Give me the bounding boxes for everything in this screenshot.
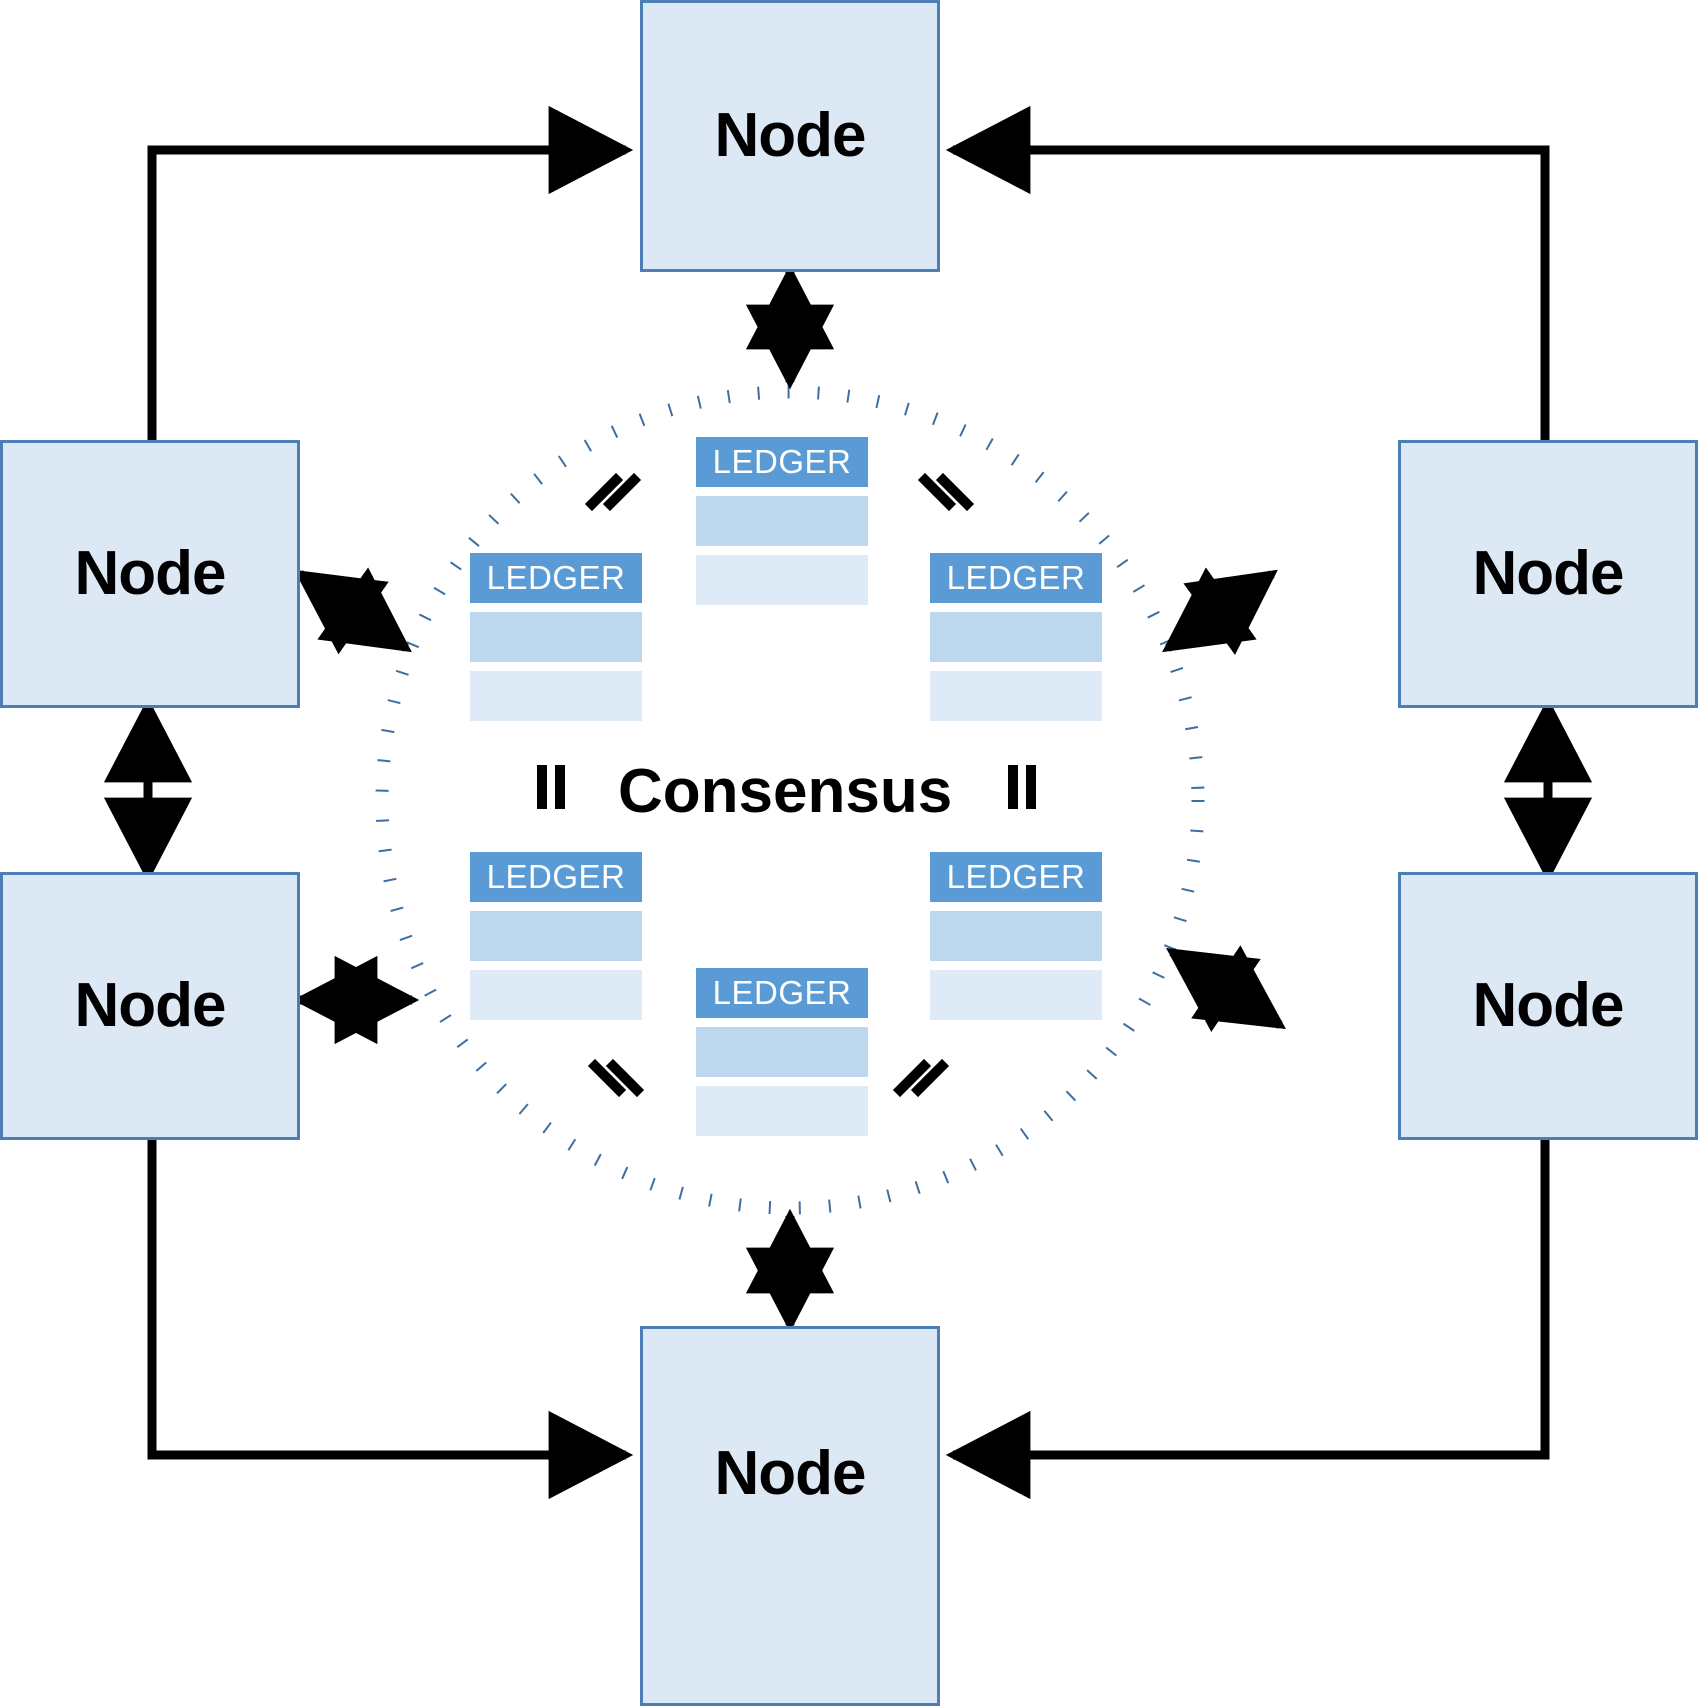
ledger-upper-right-row-1 <box>930 612 1102 662</box>
arrow-rightupper-to-top <box>945 105 1550 440</box>
arrow-rightlower-to-bottom <box>945 1140 1550 1500</box>
node-top-label: Node <box>714 101 867 170</box>
node-left-lower[interactable]: Node <box>0 872 300 1140</box>
equals-bottom-left-icon <box>587 1056 645 1102</box>
ledger-top-row-2 <box>696 555 868 605</box>
node-right-lower-label: Node <box>1472 971 1625 1040</box>
node-right-lower[interactable]: Node <box>1398 872 1698 1140</box>
ledger-upper-left-row-2 <box>470 671 642 721</box>
ledger-top-row-1 <box>696 496 868 546</box>
ledger-top[interactable]: LEDGER <box>696 437 868 605</box>
ledger-upper-right[interactable]: LEDGER <box>930 553 1102 721</box>
ledger-bottom-row-2 <box>696 1086 868 1136</box>
ledger-bottom[interactable]: LEDGER <box>696 968 868 1136</box>
equals-mid-right-icon <box>1002 765 1042 811</box>
arrow-rightlower-node-to-consensus <box>1166 945 1286 1032</box>
ledger-bottom-header: LEDGER <box>696 968 868 1018</box>
ledger-lower-right[interactable]: LEDGER <box>930 852 1102 1020</box>
equals-mid-left-icon <box>531 765 571 811</box>
arrow-rightupper-node-to-consensus <box>1162 567 1278 656</box>
node-top[interactable]: Node <box>640 0 940 272</box>
node-right-upper-label: Node <box>1472 539 1625 608</box>
node-bottom[interactable]: Node <box>640 1326 940 1706</box>
ledger-bottom-row-1 <box>696 1027 868 1077</box>
consensus-label: Consensus <box>618 757 953 826</box>
arrow-leftupper-to-top <box>147 105 634 440</box>
node-right-upper[interactable]: Node <box>1398 440 1698 708</box>
equals-top-right-icon <box>917 470 975 516</box>
arrow-leftlower-to-bottom <box>147 1140 634 1500</box>
node-bottom-label: Node <box>714 1439 867 1508</box>
equals-top-left-icon <box>584 470 642 516</box>
node-left-upper-label: Node <box>74 539 227 608</box>
node-left-upper[interactable]: Node <box>0 440 300 708</box>
equals-bottom-right-icon <box>892 1056 950 1102</box>
ledger-lower-left-header: LEDGER <box>470 852 642 902</box>
consensus-boundary-circle <box>375 385 1205 1215</box>
node-left-lower-label: Node <box>74 971 227 1040</box>
ledger-upper-left-header: LEDGER <box>470 553 642 603</box>
ledger-lower-right-header: LEDGER <box>930 852 1102 902</box>
ledger-lower-left-row-1 <box>470 911 642 961</box>
ledger-top-header: LEDGER <box>696 437 868 487</box>
ledger-lower-right-row-2 <box>930 970 1102 1020</box>
ledger-lower-left-row-2 <box>470 970 642 1020</box>
ledger-upper-right-row-2 <box>930 671 1102 721</box>
ledger-upper-left[interactable]: LEDGER <box>470 553 642 721</box>
arrow-leftupper-node-to-consensus <box>294 567 412 655</box>
ledger-upper-left-row-1 <box>470 612 642 662</box>
ledger-lower-left[interactable]: LEDGER <box>470 852 642 1020</box>
ledger-lower-right-row-1 <box>930 911 1102 961</box>
ledger-upper-right-header: LEDGER <box>930 553 1102 603</box>
